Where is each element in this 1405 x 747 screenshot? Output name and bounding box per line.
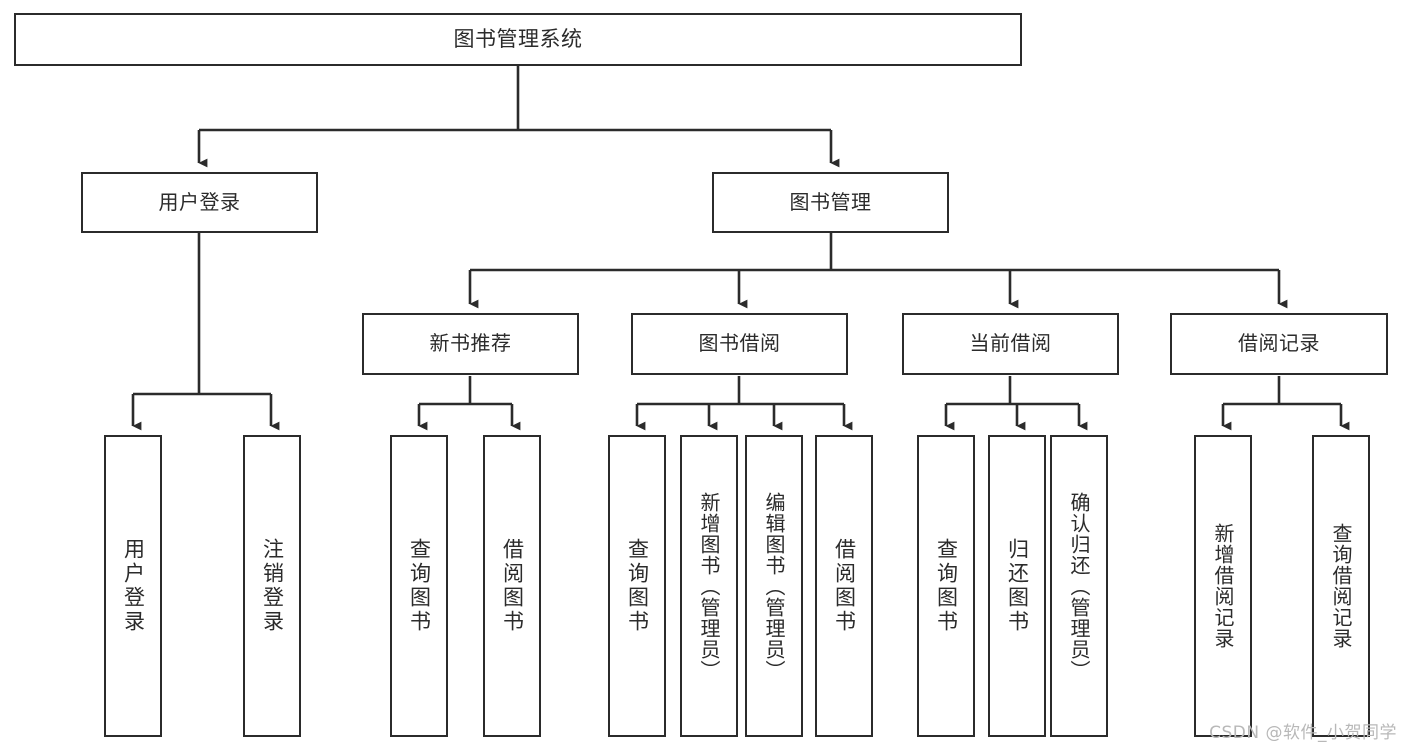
leaf-borrow-query-book[interactable]: 查询图书 (608, 435, 666, 737)
leaf-new-book-borrow[interactable]: 借阅图书 (483, 435, 541, 737)
leaf-user-login-signin-label: 用户登录 (121, 538, 146, 634)
leaf-current-return-book[interactable]: 归还图书 (988, 435, 1046, 737)
node-borrow-record-label: 借阅记录 (1238, 331, 1320, 356)
csdn-watermark: CSDN @软件_小贺同学 (1209, 723, 1397, 743)
leaf-user-login-signin[interactable]: 用户登录 (104, 435, 162, 737)
node-user-login-label: 用户登录 (158, 189, 241, 214)
node-book-management[interactable]: 图书管理 (712, 172, 949, 233)
leaf-current-query-book[interactable]: 查询图书 (917, 435, 975, 737)
leaf-borrow-add-book-admin[interactable]: 新增图书（管理员） (680, 435, 738, 737)
node-current-borrow-label: 当前借阅 (969, 331, 1052, 356)
leaf-current-query-book-label: 查询图书 (934, 538, 959, 634)
node-book-borrow-label: 图书借阅 (698, 331, 781, 356)
leaf-user-login-signout-label: 注销登录 (260, 538, 285, 634)
node-new-book-recommend[interactable]: 新书推荐 (362, 313, 579, 375)
leaf-borrow-edit-book-admin[interactable]: 编辑图书（管理员） (745, 435, 803, 737)
leaf-record-query-borrow-record-label: 查询借阅记录 (1329, 523, 1353, 649)
leaf-current-confirm-return-admin-label: 确认归还（管理员） (1067, 491, 1091, 681)
node-root-label: 图书管理系统 (453, 27, 583, 52)
leaf-current-return-book-label: 归还图书 (1005, 538, 1030, 634)
node-root-book-management-system[interactable]: 图书管理系统 (14, 13, 1022, 66)
leaf-new-book-query-label: 查询图书 (407, 538, 432, 634)
leaf-record-add-borrow-record[interactable]: 新增借阅记录 (1194, 435, 1252, 737)
leaf-borrow-add-book-admin-label: 新增图书（管理员） (697, 491, 721, 681)
leaf-user-login-signout[interactable]: 注销登录 (243, 435, 301, 737)
leaf-record-query-borrow-record[interactable]: 查询借阅记录 (1312, 435, 1370, 737)
node-new-book-recommend-label: 新书推荐 (429, 331, 512, 356)
leaf-record-add-borrow-record-label: 新增借阅记录 (1211, 523, 1235, 649)
leaf-new-book-query[interactable]: 查询图书 (390, 435, 448, 737)
node-book-management-label: 图书管理 (789, 189, 872, 214)
leaf-borrow-borrow-book[interactable]: 借阅图书 (815, 435, 873, 737)
leaf-current-confirm-return-admin[interactable]: 确认归还（管理员） (1050, 435, 1108, 737)
leaf-borrow-borrow-book-label: 借阅图书 (832, 538, 857, 634)
node-book-borrow[interactable]: 图书借阅 (631, 313, 848, 375)
leaf-new-book-borrow-label: 借阅图书 (500, 538, 525, 634)
node-user-login[interactable]: 用户登录 (81, 172, 318, 233)
leaf-borrow-query-book-label: 查询图书 (625, 538, 650, 634)
node-borrow-record[interactable]: 借阅记录 (1170, 313, 1388, 375)
leaf-borrow-edit-book-admin-label: 编辑图书（管理员） (762, 491, 786, 681)
node-current-borrow[interactable]: 当前借阅 (902, 313, 1119, 375)
